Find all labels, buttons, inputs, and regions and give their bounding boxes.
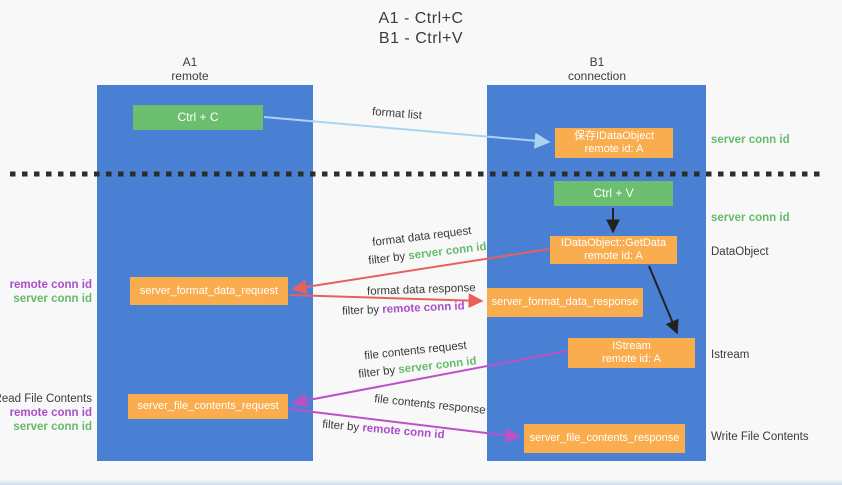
node-idataobject-getdata-line2: remote id: A	[584, 250, 643, 262]
format-data-response-filter-label: filter by remote conn id	[342, 300, 465, 317]
server-conn-id-label: server conn id	[13, 421, 92, 433]
write-file-contents-label: Write File Contents	[711, 431, 809, 443]
conn-id-stack-mid: remote conn id server conn id	[10, 278, 92, 306]
file-contents-response-label: file contents response	[373, 393, 487, 417]
title-line-2: B1 - Ctrl+V	[378, 30, 464, 47]
lane-right-role: connection	[567, 69, 627, 83]
node-ctrl-v-label: Ctrl + V	[593, 186, 634, 200]
filter-by-text: filter by	[321, 418, 363, 435]
remote-conn-id-text: remote conn id	[382, 300, 465, 316]
node-idataobject-getdata-line1: IDataObject::GetData	[560, 237, 667, 249]
read-file-contents-stack: Read File Contents remote conn id server…	[0, 392, 92, 434]
lane-left-role: remote	[171, 69, 209, 83]
file-contents-response-filter-label: filter by remote conn id	[322, 419, 445, 442]
dataobject-label: DataObject	[711, 246, 769, 258]
node-server-file-contents-request: server_file_contents_request	[128, 394, 288, 419]
lane-left-name: A1	[182, 55, 198, 69]
node-save-idataobject-line2: remote id: A	[584, 143, 644, 155]
node-server-format-data-response: server_format_data_response	[487, 288, 643, 317]
node-save-idataobject: 保存IDataObject remote id: A	[555, 128, 673, 158]
node-server-file-contents-response: server_file_contents_response	[524, 424, 685, 453]
server-conn-id-text: server conn id	[407, 240, 488, 263]
node-server-file-contents-request-label: server_file_contents_request	[137, 400, 279, 412]
server-conn-id-label-top: server conn id	[711, 134, 790, 146]
remote-conn-id-label: remote conn id	[9, 407, 92, 419]
read-file-contents-label: Read File Contents	[0, 393, 92, 405]
remote-conn-id-text: remote conn id	[361, 422, 445, 442]
diagram-title: A1 - Ctrl+C B1 - Ctrl+V	[0, 9, 842, 49]
lane-header-left: A1 remote	[120, 55, 260, 83]
node-istream-line2: remote id: A	[602, 353, 661, 365]
remote-conn-id-label: remote conn id	[9, 279, 92, 291]
server-conn-id-label: server conn id	[13, 293, 92, 305]
node-save-idataobject-line1: 保存IDataObject	[573, 130, 655, 142]
window-bottom-edge	[0, 479, 842, 485]
format-data-response-label: format data response	[366, 282, 476, 298]
server-conn-id-label-mid: server conn id	[711, 212, 790, 224]
node-server-format-data-request-label: server_format_data_request	[139, 284, 279, 297]
filter-by-text: filter by	[367, 250, 410, 268]
node-ctrl-v: Ctrl + V	[554, 181, 673, 206]
server-conn-id-text: server conn id	[397, 355, 478, 377]
node-ctrl-c-label: Ctrl + C	[177, 110, 219, 124]
node-idataobject-getdata: IDataObject::GetData remote id: A	[550, 236, 677, 264]
node-server-format-data-response-label: server_format_data_response	[491, 296, 639, 308]
lane-header-right: B1 connection	[527, 55, 667, 83]
node-server-file-contents-response-label: server_file_contents_response	[529, 432, 680, 444]
node-server-format-data-request: server_format_data_request	[130, 277, 288, 305]
istream-label: Istream	[711, 349, 750, 361]
filter-by-text: filter by	[357, 364, 400, 381]
format-list-label: format list	[371, 106, 423, 122]
lane-right-name: B1	[589, 55, 605, 69]
node-ctrl-c: Ctrl + C	[133, 105, 263, 130]
filter-by-text: filter by	[341, 303, 383, 318]
title-line-1: A1 - Ctrl+C	[378, 10, 464, 27]
node-istream-line1: IStream	[612, 340, 651, 352]
node-istream: IStream remote id: A	[568, 338, 695, 368]
